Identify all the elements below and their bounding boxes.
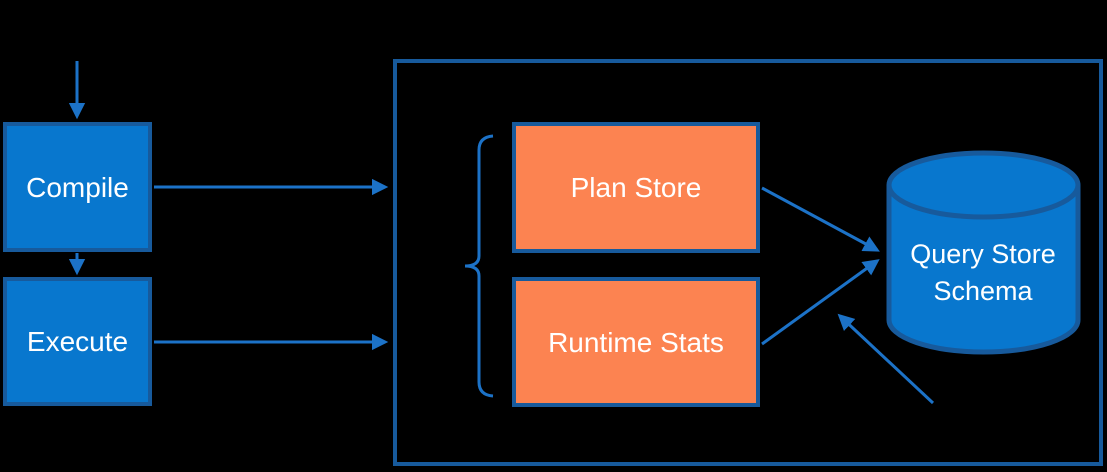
compile-node: Compile [3, 122, 152, 252]
execute-node: Execute [3, 277, 152, 406]
execute-label: Execute [26, 326, 129, 357]
compile-label: Compile [26, 171, 129, 203]
query-store-container-box [393, 59, 1103, 466]
runtime-stats-label: Runtime Stats [548, 326, 724, 358]
query-store-schema-label: Query Store Schema [910, 239, 1056, 306]
database-cylinder-icon [886, 150, 1081, 355]
cylinder-body [886, 185, 1081, 355]
runtime-stats-node: Runtime Stats [512, 277, 760, 407]
plan-store-node: Plan Store [512, 122, 760, 253]
query-store-schema-node [886, 150, 1082, 356]
cylinder-top [886, 150, 1081, 220]
plan-store-label: Plan Store [570, 172, 702, 203]
